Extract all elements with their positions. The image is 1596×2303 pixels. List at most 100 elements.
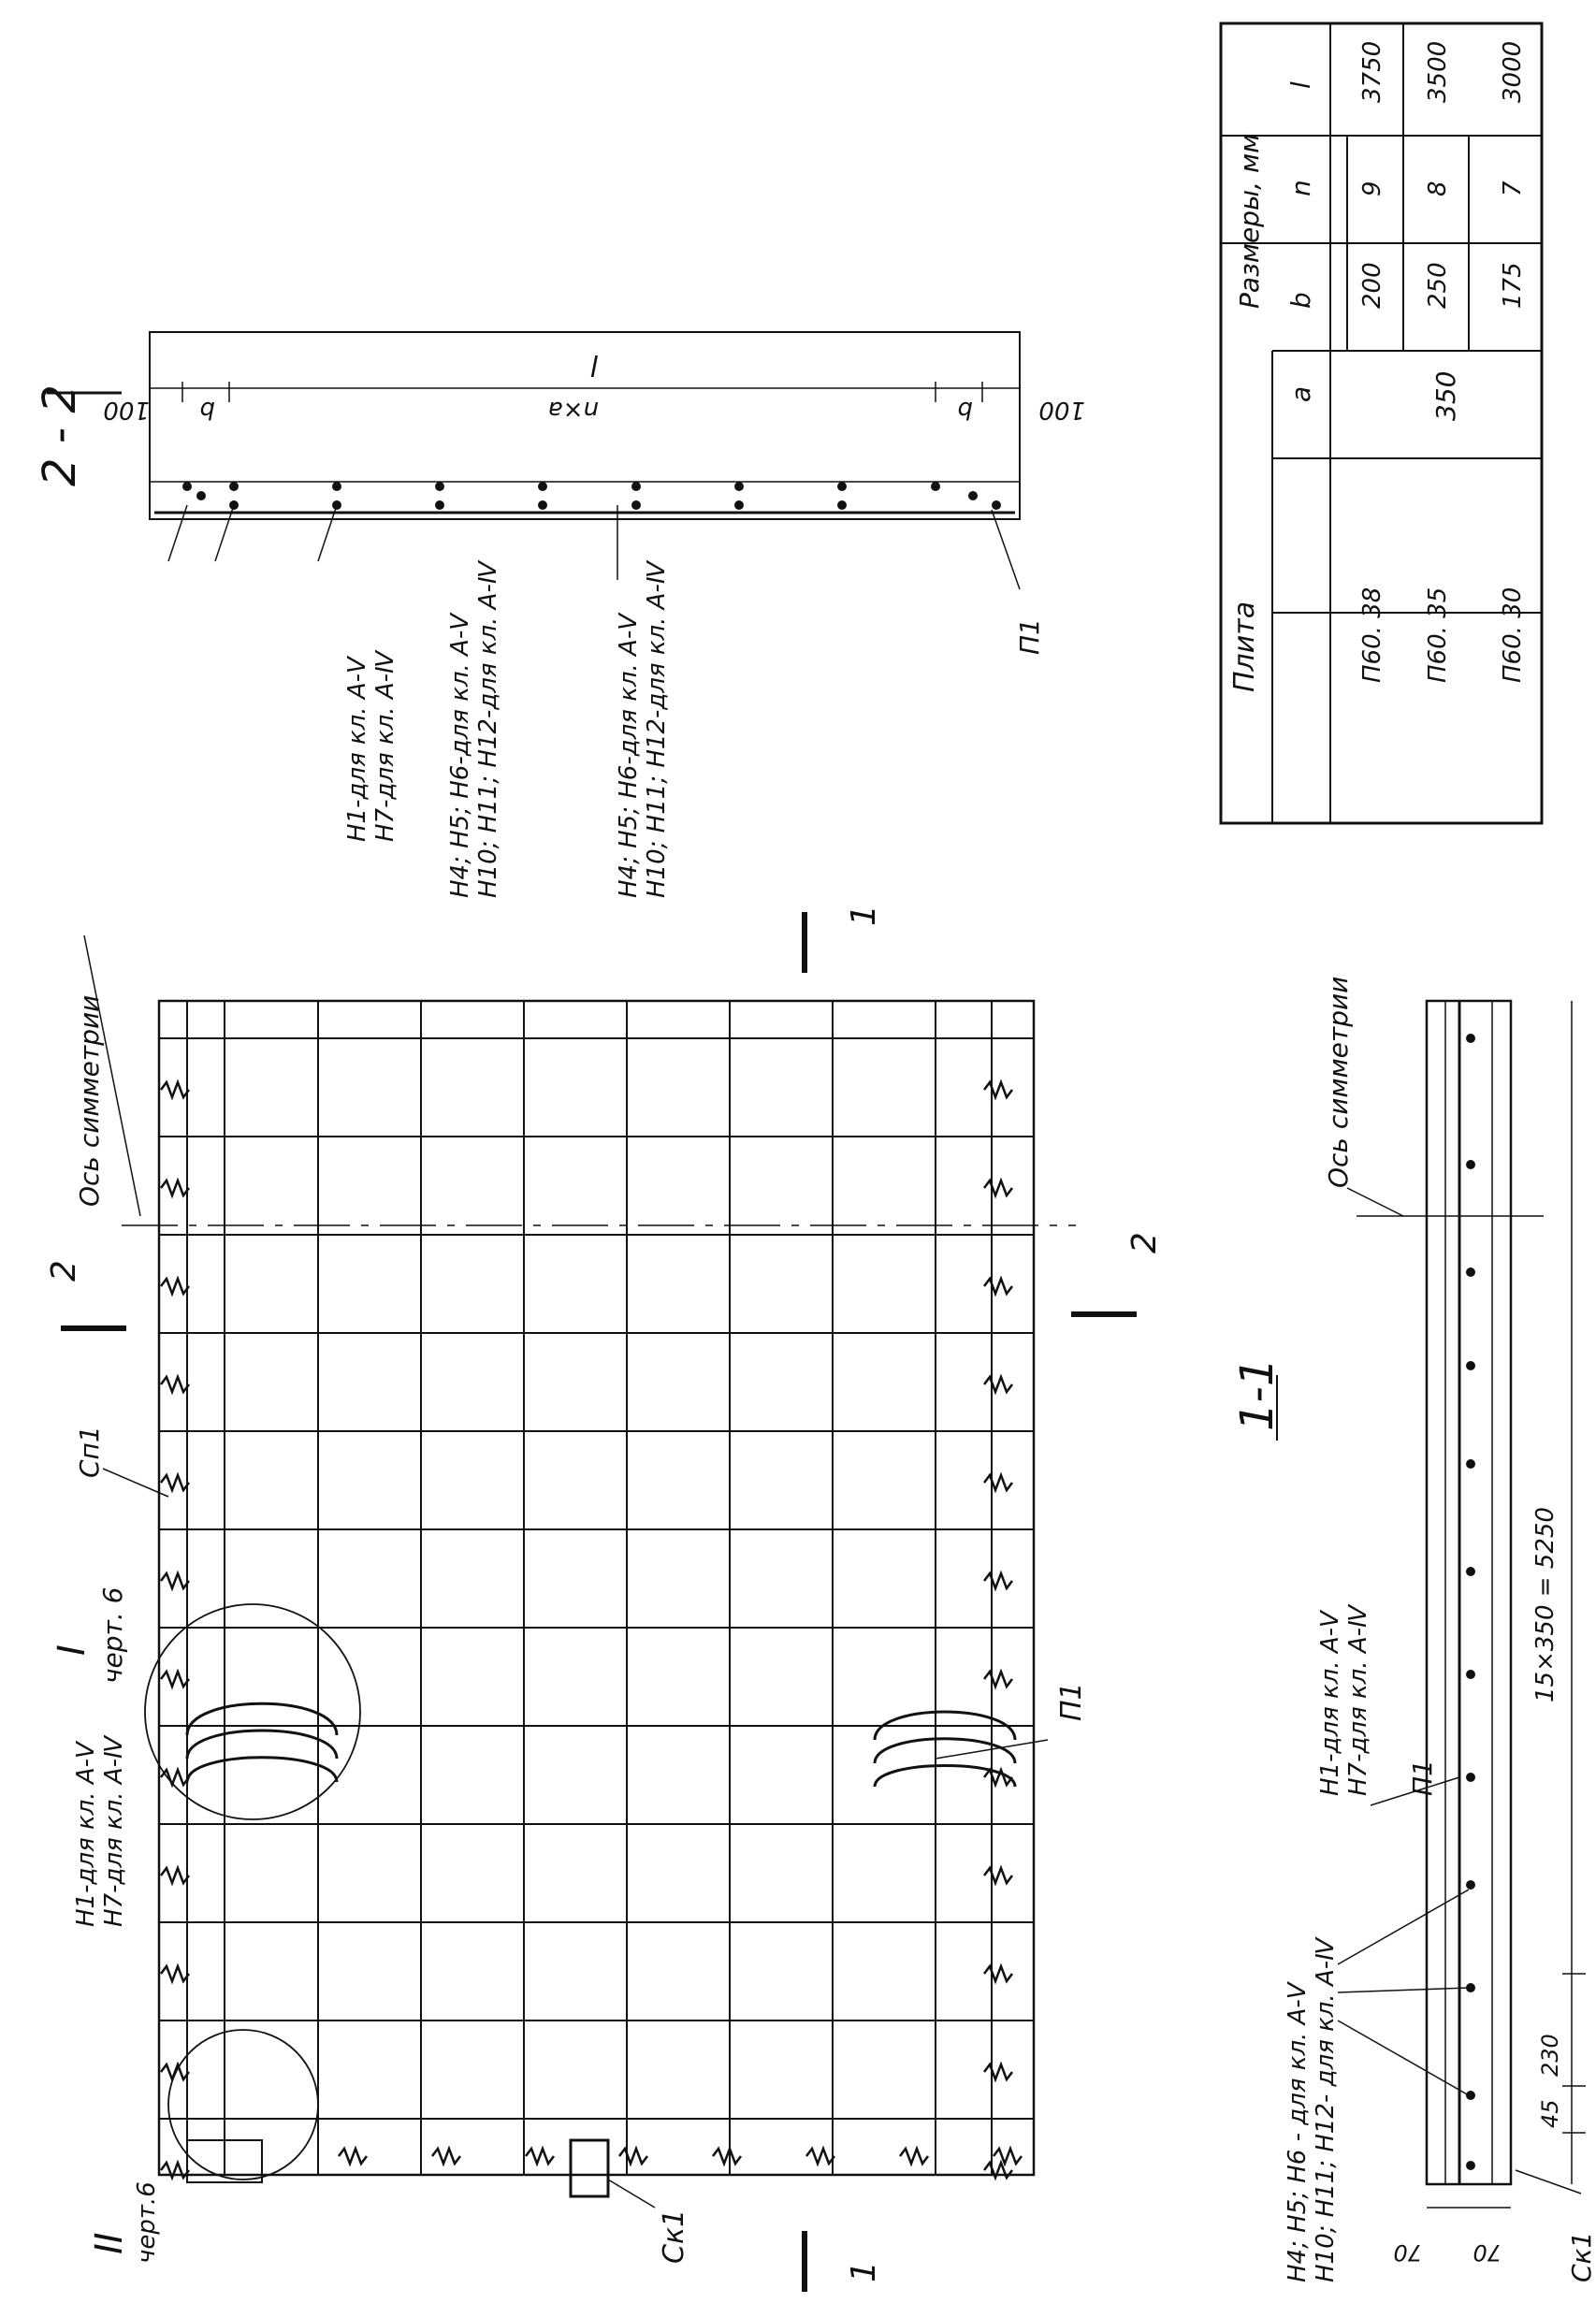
plan-node-II-title: II	[88, 2232, 131, 2254]
table-row-name: П60. 35	[1424, 587, 1452, 683]
callout-2-2-top-l2: Н7-для кл. А-Ⅳ	[371, 649, 399, 842]
section-1-1-dim-45: 45	[1537, 2099, 1563, 2128]
section-1-1-label-p1: П1	[1407, 1760, 1438, 1796]
plan-callout-h1-l1: Н1-для кл. А-Ⅴ	[72, 1740, 100, 1927]
plan-stirrup	[160, 1275, 190, 1297]
table-row-name: П60. 30	[1499, 587, 1527, 683]
section-1-1-callout-h4-l2: Н10; Н11; Н12- для кл. А-Ⅳ	[1312, 1936, 1340, 2282]
dim-2-2-total-l: l	[590, 348, 599, 381]
callout-2-2-mid-l2: Н10; Н11; Н12-для кл. А-Ⅳ	[474, 559, 502, 898]
section-1-1-dim-main: 15×350 = 5250	[1531, 1507, 1560, 1702]
plan-stirrup	[160, 2061, 190, 2083]
plan-stirrup	[983, 1963, 1013, 1985]
callout-2-2-mid2-l2: Н10; Н11; Н12-для кл. А-Ⅳ	[643, 559, 671, 898]
table-shared-a: 350	[1430, 371, 1461, 421]
table-row-b: 250	[1424, 262, 1452, 309]
table-row-l: 3500	[1424, 41, 1452, 103]
plan-stirrup	[983, 1079, 1013, 1101]
plan-label-p1: П1	[1055, 1682, 1088, 1721]
table-header-sizes: Размеры, мм	[1234, 134, 1265, 309]
plan-label-sk1: Ск1	[658, 2209, 690, 2264]
plan-section-2-left: 2	[45, 1260, 83, 1282]
plan-stirrup	[983, 1275, 1013, 1297]
rebar-dots-1-1	[1466, 1034, 1475, 2170]
table-row: П60. 30 175 7 3000	[1499, 41, 1527, 683]
table-header-plate: Плита	[1228, 601, 1261, 692]
section-1-1-dim-70-b: 70	[1473, 2239, 1502, 2266]
plan-stirrup	[431, 2145, 461, 2167]
plan-stirrup	[160, 1864, 190, 1887]
plan-stirrup	[160, 1963, 190, 1985]
plan-stirrup	[983, 2159, 1013, 2181]
plan-section-2-right: 2	[1125, 1232, 1164, 1253]
plan-stirrup	[983, 1177, 1013, 1199]
plan-node-I-ref: черт. 6	[97, 1587, 128, 1684]
plan-callout-h1-l2: Н7-для кл. А-Ⅳ	[100, 1734, 128, 1927]
table-row-b: 175	[1499, 262, 1527, 309]
table-row-b: 200	[1358, 262, 1386, 309]
plan-stirrup	[618, 2145, 648, 2167]
table-row-n: 9	[1358, 181, 1386, 196]
section-1-1-label-sk1: Ск1	[1566, 2232, 1596, 2282]
section-1-1-callout-h1-l1: Н1-для кл. А-Ⅴ	[1316, 1609, 1344, 1796]
callout-2-2-loop-p1: П1	[1014, 618, 1045, 655]
plan-stirrup	[983, 2061, 1013, 2083]
table-col-n: n	[1285, 180, 1316, 196]
plan-stirrup	[160, 1570, 190, 1592]
table-col-b: b	[1285, 292, 1316, 309]
plan-stirrup	[160, 2159, 190, 2181]
plan-stirrup	[160, 1668, 190, 1690]
table-row-l: 3000	[1499, 41, 1527, 103]
plan-section-1-top: 1	[845, 905, 883, 926]
callout-2-2-mid-l1: Н4; Н5; Н6-для кл. А-Ⅴ	[446, 612, 474, 898]
callout-2-2-mid2-l1: Н4; Н5; Н6-для кл. А-Ⅴ	[615, 612, 643, 898]
rebar-dots-2-2	[182, 482, 1001, 510]
plan-stirrup	[993, 2145, 1023, 2167]
plan-stirrup	[899, 2145, 929, 2167]
dim-2-2-pitch: n×a	[548, 396, 599, 424]
plan-stirrup	[160, 1177, 190, 1199]
plan-stirrup	[160, 1471, 190, 1494]
plan-stirrup	[983, 1668, 1013, 1690]
section-1-1-axis-symmetry: Ось симметрии	[1323, 977, 1354, 1188]
plan-stirrup	[983, 1864, 1013, 1887]
plan-stirrup	[712, 2145, 742, 2167]
section-2-2: 2 - 2 l 100 100 b b n×a	[34, 331, 1085, 898]
plan-stirrup	[160, 1079, 190, 1101]
callout-2-2-top-l1: Н1-для кл. А-Ⅴ	[343, 655, 371, 842]
plan-stirrup	[983, 1373, 1013, 1396]
dim-2-2-b-right: b	[957, 396, 973, 424]
section-1-1-callout-h1-l2: Н7-для кл. А-Ⅳ	[1344, 1603, 1372, 1796]
dim-2-2-b-left: b	[199, 396, 215, 424]
table-row-n: 8	[1424, 181, 1452, 196]
sizes-table: Плита Размеры, мм a b n l 350 П60. 38 20…	[1219, 22, 1544, 825]
table-row-l: 3750	[1358, 41, 1386, 103]
plan-node-II-ref: черт.6	[133, 2181, 161, 2264]
section-1-1-callout-h4-l1: Н4; Н5; Н6 - для кл. А-Ⅴ	[1284, 1980, 1312, 2282]
plan-stirrup	[805, 2145, 835, 2167]
table-row-n: 7	[1499, 181, 1527, 196]
plan-view: Ось симметрии 1 1 2 2 Сп1 I черт. 6 II ч…	[45, 905, 1164, 2292]
section-2-2-title: 2 - 2	[34, 384, 86, 486]
dim-2-2-end-right: 100	[1038, 396, 1085, 424]
dim-2-2-end-left: 100	[103, 396, 150, 424]
plan-stirrup	[160, 1373, 190, 1396]
section-1-1: 1-1 Ось симметрии 15×350 = 5250 230 45 7…	[1231, 977, 1596, 2282]
table-col-l: l	[1285, 81, 1316, 89]
table-row: П60. 38 200 9 3750	[1358, 41, 1386, 683]
plan-section-1-bottom: 1	[845, 2261, 883, 2282]
plan-stirrup	[525, 2145, 555, 2167]
section-1-1-dim-70-a: 70	[1393, 2239, 1422, 2266]
plan-stirrup	[338, 2145, 368, 2167]
plan-stirrup	[983, 1570, 1013, 1592]
table-row: П60. 35 250 8 3500	[1424, 41, 1452, 683]
plan-stirrup	[160, 1766, 190, 1789]
plan-axis-symmetry: Ось симметрии	[74, 995, 105, 1207]
plan-node-I-title: I	[51, 1644, 94, 1656]
table-col-a: a	[1285, 386, 1316, 402]
table-row-name: П60. 38	[1358, 587, 1386, 683]
plan-label-sp1: Сп1	[74, 1426, 105, 1478]
section-1-1-dim-230: 230	[1537, 2034, 1563, 2077]
plan-rebar-grid	[159, 1001, 1034, 2181]
